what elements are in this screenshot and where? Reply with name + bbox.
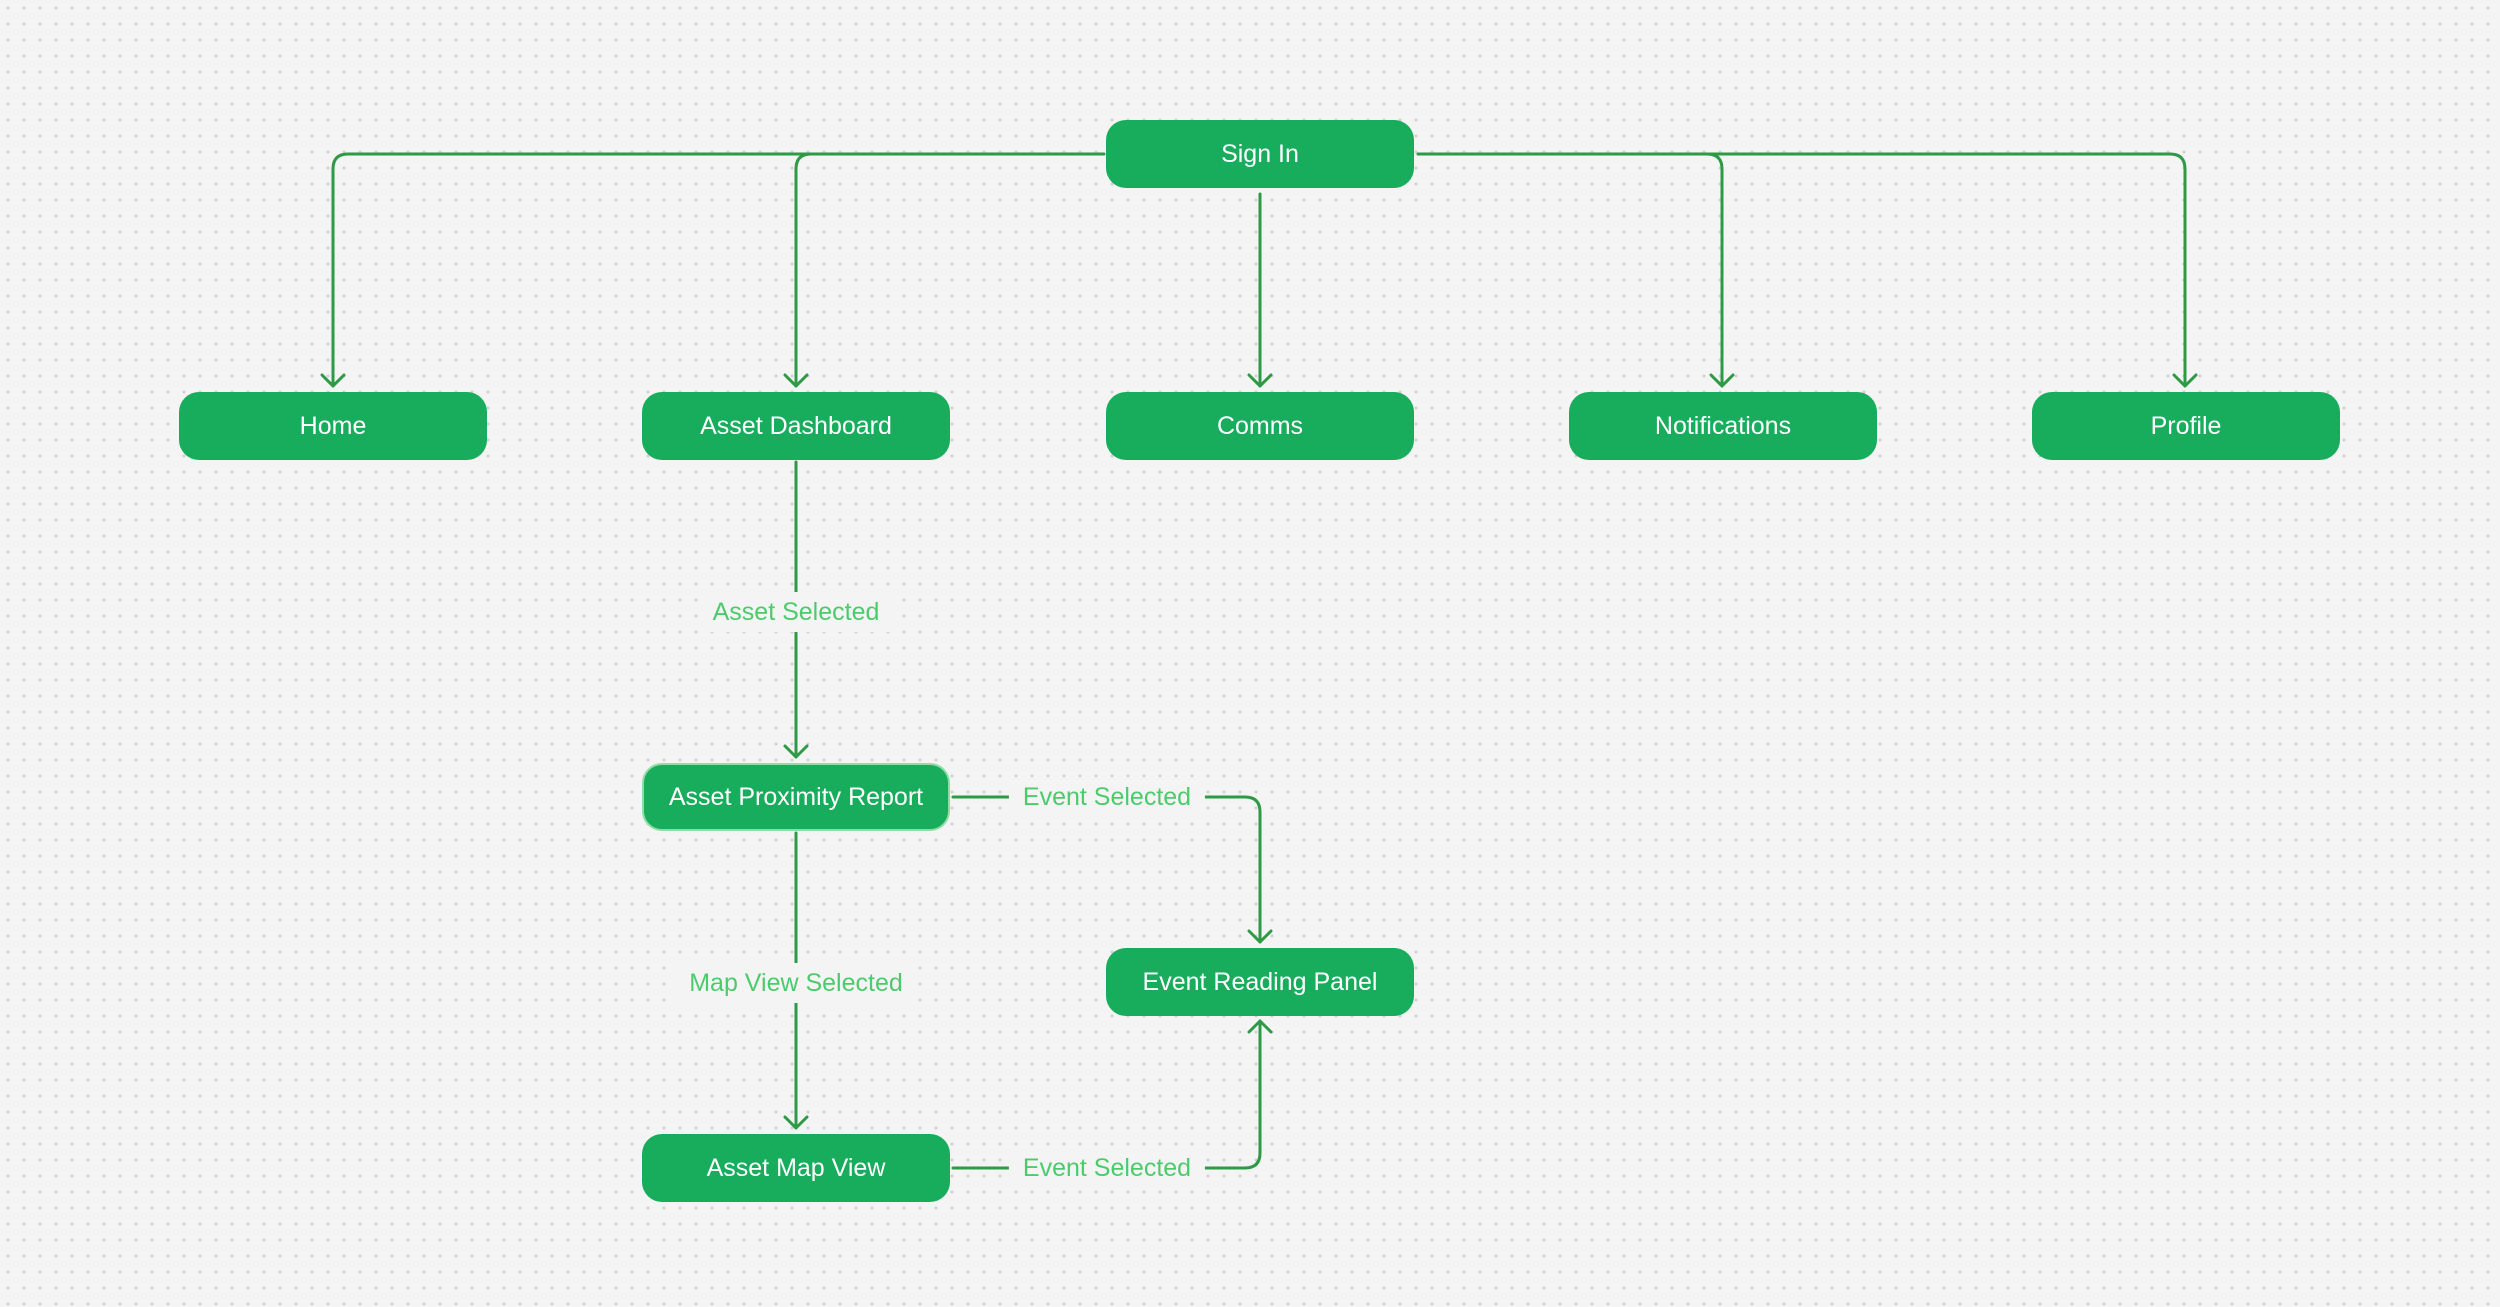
edge-label-event-selected-report: Event Selected bbox=[1008, 777, 1206, 817]
arrowhead-proximity-report bbox=[783, 744, 809, 759]
connector-signin-asset-dashboard bbox=[794, 152, 813, 388]
arrowhead-event-panel-bottom bbox=[1247, 1019, 1273, 1034]
arrowhead-notifications bbox=[1709, 373, 1735, 388]
edge-label-event-selected-map: Event Selected bbox=[1008, 1148, 1206, 1188]
node-home[interactable]: Home bbox=[179, 392, 487, 460]
connector-signin-profile bbox=[1705, 152, 2187, 388]
connector-signin-notifications bbox=[1416, 152, 1724, 388]
arrowhead-asset-dashboard bbox=[783, 373, 809, 388]
node-notifications[interactable]: Notifications bbox=[1569, 392, 1877, 460]
arrowhead-home bbox=[320, 373, 346, 388]
node-asset-map-view[interactable]: Asset Map View bbox=[642, 1134, 950, 1202]
arrowhead-map-view bbox=[783, 1115, 809, 1130]
arrowhead-profile bbox=[2172, 373, 2198, 388]
node-comms[interactable]: Comms bbox=[1106, 392, 1414, 460]
connector-mapview-event-panel bbox=[951, 1019, 1262, 1170]
node-profile[interactable]: Profile bbox=[2032, 392, 2340, 460]
node-asset-proximity-report[interactable]: Asset Proximity Report bbox=[642, 763, 950, 831]
arrowhead-comms bbox=[1247, 373, 1273, 388]
node-event-reading-panel[interactable]: Event Reading Panel bbox=[1106, 948, 1414, 1016]
edge-label-asset-selected: Asset Selected bbox=[698, 592, 894, 632]
connector-proximity-event-panel bbox=[951, 795, 1262, 944]
edge-label-map-view-selected: Map View Selected bbox=[675, 963, 917, 1003]
node-sign-in[interactable]: Sign In bbox=[1106, 120, 1414, 188]
node-asset-dashboard[interactable]: Asset Dashboard bbox=[642, 392, 950, 460]
connector-signin-home bbox=[331, 152, 1106, 388]
arrowhead-event-panel-top bbox=[1247, 929, 1273, 944]
